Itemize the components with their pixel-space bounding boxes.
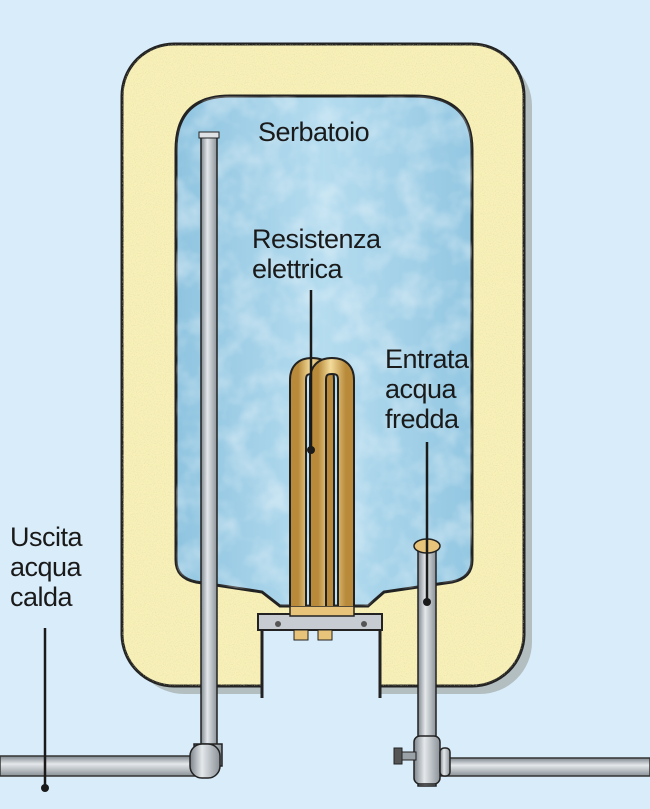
tank-label: Serbatoio xyxy=(258,117,369,147)
heating-element xyxy=(289,356,355,606)
bottom-flange xyxy=(257,605,383,698)
heater-label-line2: elettrica xyxy=(252,254,344,284)
outlet-label-line2: acqua xyxy=(10,552,83,582)
outlet-label-line1: Uscita xyxy=(10,522,83,552)
heater-label-line1: Resistenza xyxy=(252,224,382,254)
inlet-label-line2: acqua xyxy=(385,374,458,404)
inlet-label-line3: fredda xyxy=(385,404,460,434)
leader-lines xyxy=(41,290,431,792)
tank-water xyxy=(174,94,474,608)
floor-pipes xyxy=(0,755,650,777)
hot-water-outlet-pipe xyxy=(189,131,223,779)
outlet-label-line3: calda xyxy=(10,582,74,612)
inlet-label-line1: Entrata xyxy=(385,344,470,374)
